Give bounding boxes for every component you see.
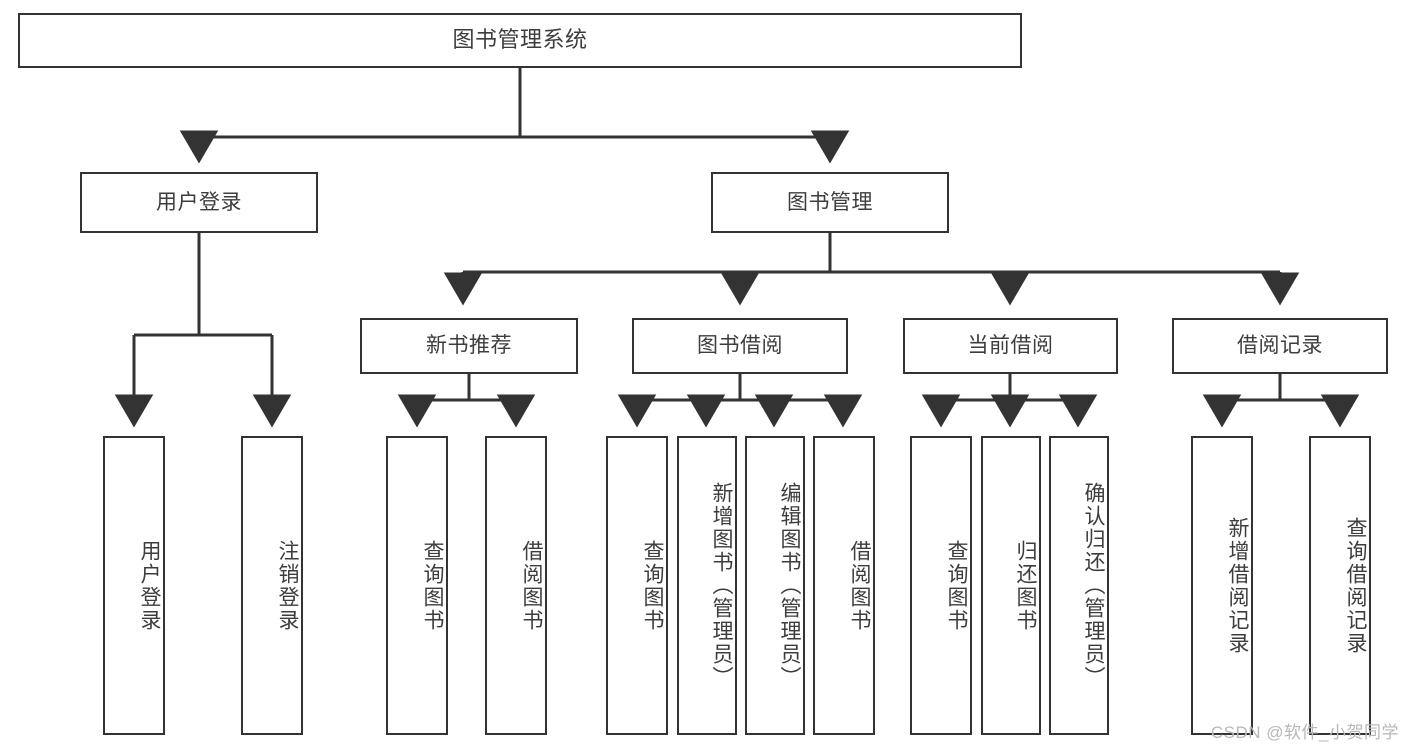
node-borrow-records[interactable]: 借阅记录 (1172, 318, 1388, 374)
node-label: 借阅图书 (520, 539, 543, 632)
node-book-management[interactable]: 图书管理 (711, 172, 949, 233)
node-new-book-recommend[interactable]: 新书推荐 (360, 318, 578, 374)
node-label: 注销登录 (276, 539, 299, 632)
csdn-watermark: CSDN @软件_小贺同学 (1210, 723, 1399, 742)
leaf-query-book-borrow[interactable]: 查询图书 (606, 436, 668, 735)
leaf-query-book-current[interactable]: 查询图书 (910, 436, 972, 735)
node-label: 查询图书 (641, 539, 664, 632)
leaf-query-book-newbook[interactable]: 查询图书 (386, 436, 448, 735)
node-label: 新增借阅记录 (1226, 516, 1249, 655)
leaf-return-book[interactable]: 归还图书 (981, 436, 1041, 735)
leaf-query-borrow-record[interactable]: 查询借阅记录 (1309, 436, 1371, 735)
leaf-logout[interactable]: 注销登录 (241, 436, 303, 735)
node-label: 图书管理 (787, 190, 873, 214)
node-book-borrow[interactable]: 图书借阅 (632, 318, 848, 374)
node-current-borrow[interactable]: 当前借阅 (903, 318, 1118, 374)
leaf-borrow-book[interactable]: 借阅图书 (813, 436, 875, 735)
node-label: 用户登录 (156, 190, 242, 214)
node-label: 当前借阅 (967, 334, 1054, 358)
node-label: 图书管理系统 (452, 27, 588, 53)
node-label: 编辑图书（管理员） (778, 482, 801, 689)
node-label: 查询图书 (945, 539, 968, 632)
node-label: 借阅图书 (848, 539, 871, 632)
node-label: 新增图书（管理员） (710, 482, 733, 689)
node-label: 归还图书 (1014, 539, 1037, 632)
node-label: 查询图书 (421, 539, 444, 632)
node-label: 新书推荐 (426, 334, 512, 358)
node-label: 确认归还（管理员） (1082, 482, 1105, 689)
node-label: 用户登录 (138, 539, 161, 632)
leaf-add-book-admin[interactable]: 新增图书（管理员） (677, 436, 737, 735)
node-root-book-management-system[interactable]: 图书管理系统 (18, 13, 1022, 68)
leaf-user-login[interactable]: 用户登录 (103, 436, 165, 735)
node-label: 查询借阅记录 (1344, 516, 1367, 655)
leaf-add-borrow-record[interactable]: 新增借阅记录 (1191, 436, 1253, 735)
leaf-confirm-return-admin[interactable]: 确认归还（管理员） (1049, 436, 1109, 735)
leaf-edit-book-admin[interactable]: 编辑图书（管理员） (745, 436, 805, 735)
leaf-borrow-book-newbook[interactable]: 借阅图书 (485, 436, 547, 735)
node-user-login[interactable]: 用户登录 (80, 172, 318, 233)
node-label: 借阅记录 (1237, 334, 1323, 358)
node-label: 图书借阅 (697, 334, 783, 358)
